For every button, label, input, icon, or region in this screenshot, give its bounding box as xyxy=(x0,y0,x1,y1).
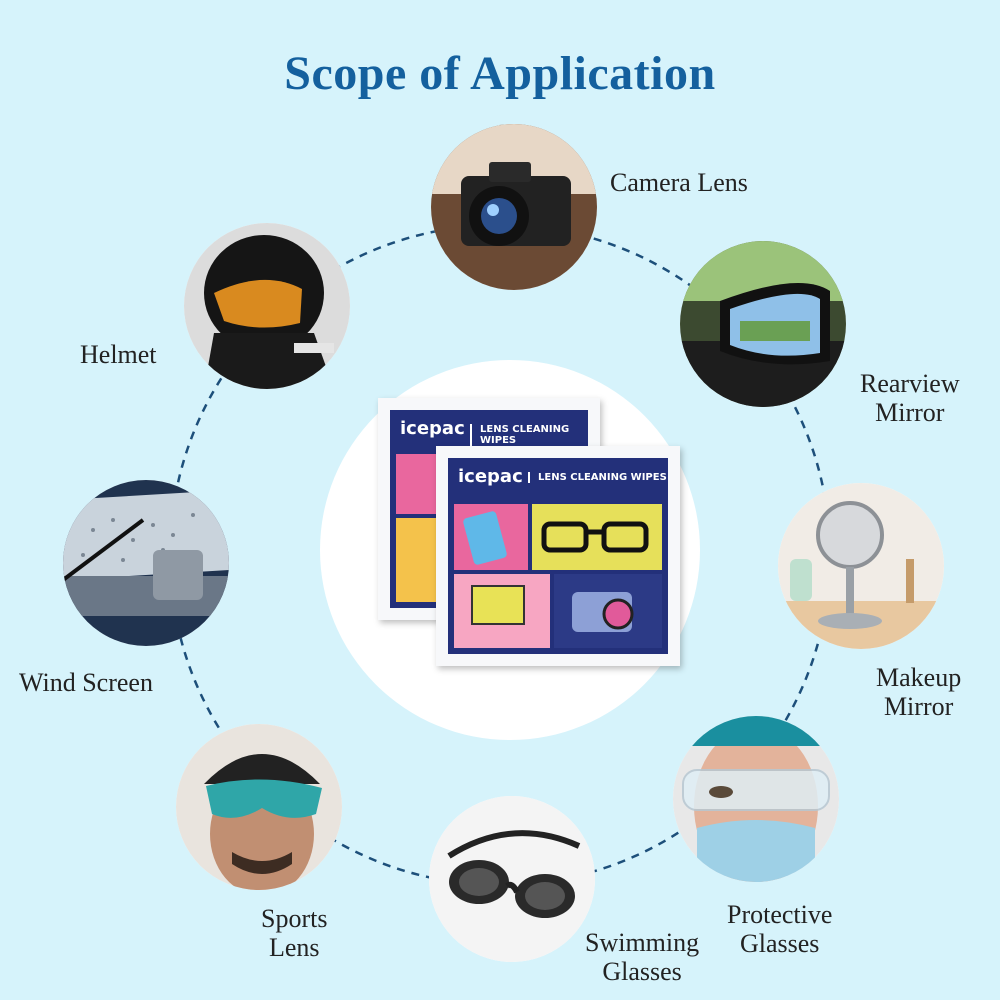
packet-brand: icepac xyxy=(458,466,523,487)
packet-brand: icepac xyxy=(400,418,465,439)
wind-screen-image xyxy=(63,480,229,646)
label-sports-lens: Sports Lens xyxy=(261,904,328,962)
swimming-glasses-image xyxy=(429,796,595,962)
label-wind-screen: Wind Screen xyxy=(19,668,153,697)
sports-lens-image xyxy=(176,724,342,890)
helmet-image xyxy=(184,223,350,389)
label-camera-lens: Camera Lens xyxy=(610,168,748,197)
wipe-packet-front: icepac LENS CLEANING WIPES xyxy=(436,446,680,666)
label-swimming-glasses: Swimming Glasses xyxy=(585,928,700,986)
page-title: Scope of Application xyxy=(284,47,716,100)
rearview-mirror-image xyxy=(680,241,846,407)
label-makeup-mirror: Makeup Mirror xyxy=(876,663,962,721)
camera-lens-image xyxy=(431,124,597,290)
label-helmet: Helmet xyxy=(80,340,157,369)
packet-product-name: LENS CLEANING WIPES xyxy=(528,472,667,483)
protective-glasses-image xyxy=(673,716,839,882)
packet-product-name: LENS CLEANING WIPES xyxy=(470,424,588,446)
makeup-mirror-image xyxy=(778,483,944,649)
label-protective-glasses: Protective Glasses xyxy=(727,900,833,958)
label-rearview-mirror: Rearview Mirror xyxy=(860,369,960,427)
